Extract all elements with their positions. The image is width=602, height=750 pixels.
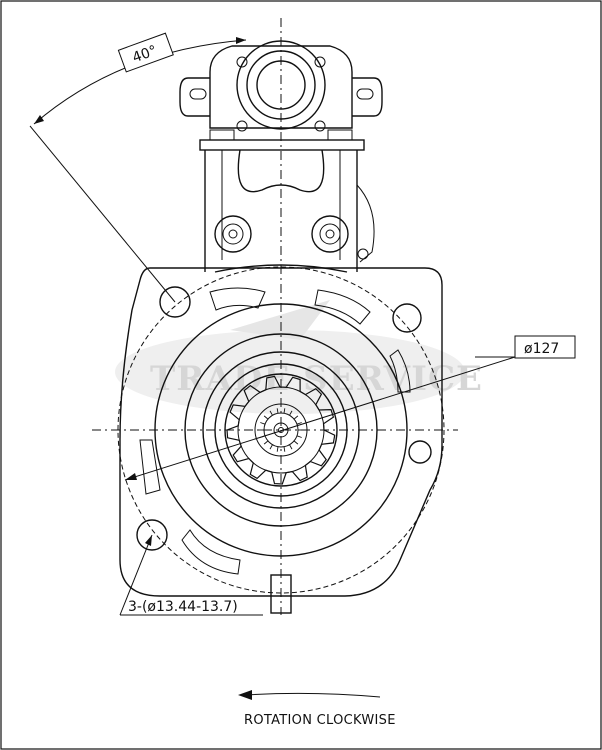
shaft-spline bbox=[289, 444, 293, 450]
holes-dimension: 3-(ø13.44-13.7) bbox=[119, 534, 263, 616]
shaft-spline bbox=[276, 408, 279, 414]
shaft-spline bbox=[263, 440, 269, 445]
shaft-spline bbox=[283, 408, 286, 414]
angle-dimension: 40° bbox=[29, 32, 247, 303]
rotation-label: ROTATION CLOCKWISE bbox=[244, 713, 396, 728]
ground-terminal bbox=[270, 574, 292, 614]
shaft-spline bbox=[296, 422, 302, 425]
shaft-spline bbox=[260, 422, 266, 425]
angle-label: 40° bbox=[130, 43, 159, 67]
shaft-spline bbox=[269, 410, 273, 416]
shaft-spline bbox=[296, 435, 302, 438]
watermark-text: TRADE SERVICE bbox=[150, 359, 483, 399]
rotation-indicator: ROTATION CLOCKWISE bbox=[238, 690, 396, 728]
shaft-spline bbox=[269, 444, 273, 450]
diameter-label: ø127 bbox=[524, 341, 559, 357]
mounting-flange bbox=[119, 267, 443, 597]
shaft-spline bbox=[293, 415, 299, 420]
shaft-spline bbox=[289, 410, 293, 416]
diameter-dimension: ø127 bbox=[124, 335, 576, 481]
shaft-spline bbox=[276, 446, 279, 452]
holes-label: 3-(ø13.44-13.7) bbox=[128, 599, 238, 615]
shaft-spline bbox=[293, 440, 299, 445]
shaft-spline bbox=[263, 415, 269, 420]
center-lines bbox=[92, 18, 458, 615]
shaft-spline bbox=[283, 446, 286, 452]
watermark: TRADE SERVICE bbox=[115, 300, 483, 414]
